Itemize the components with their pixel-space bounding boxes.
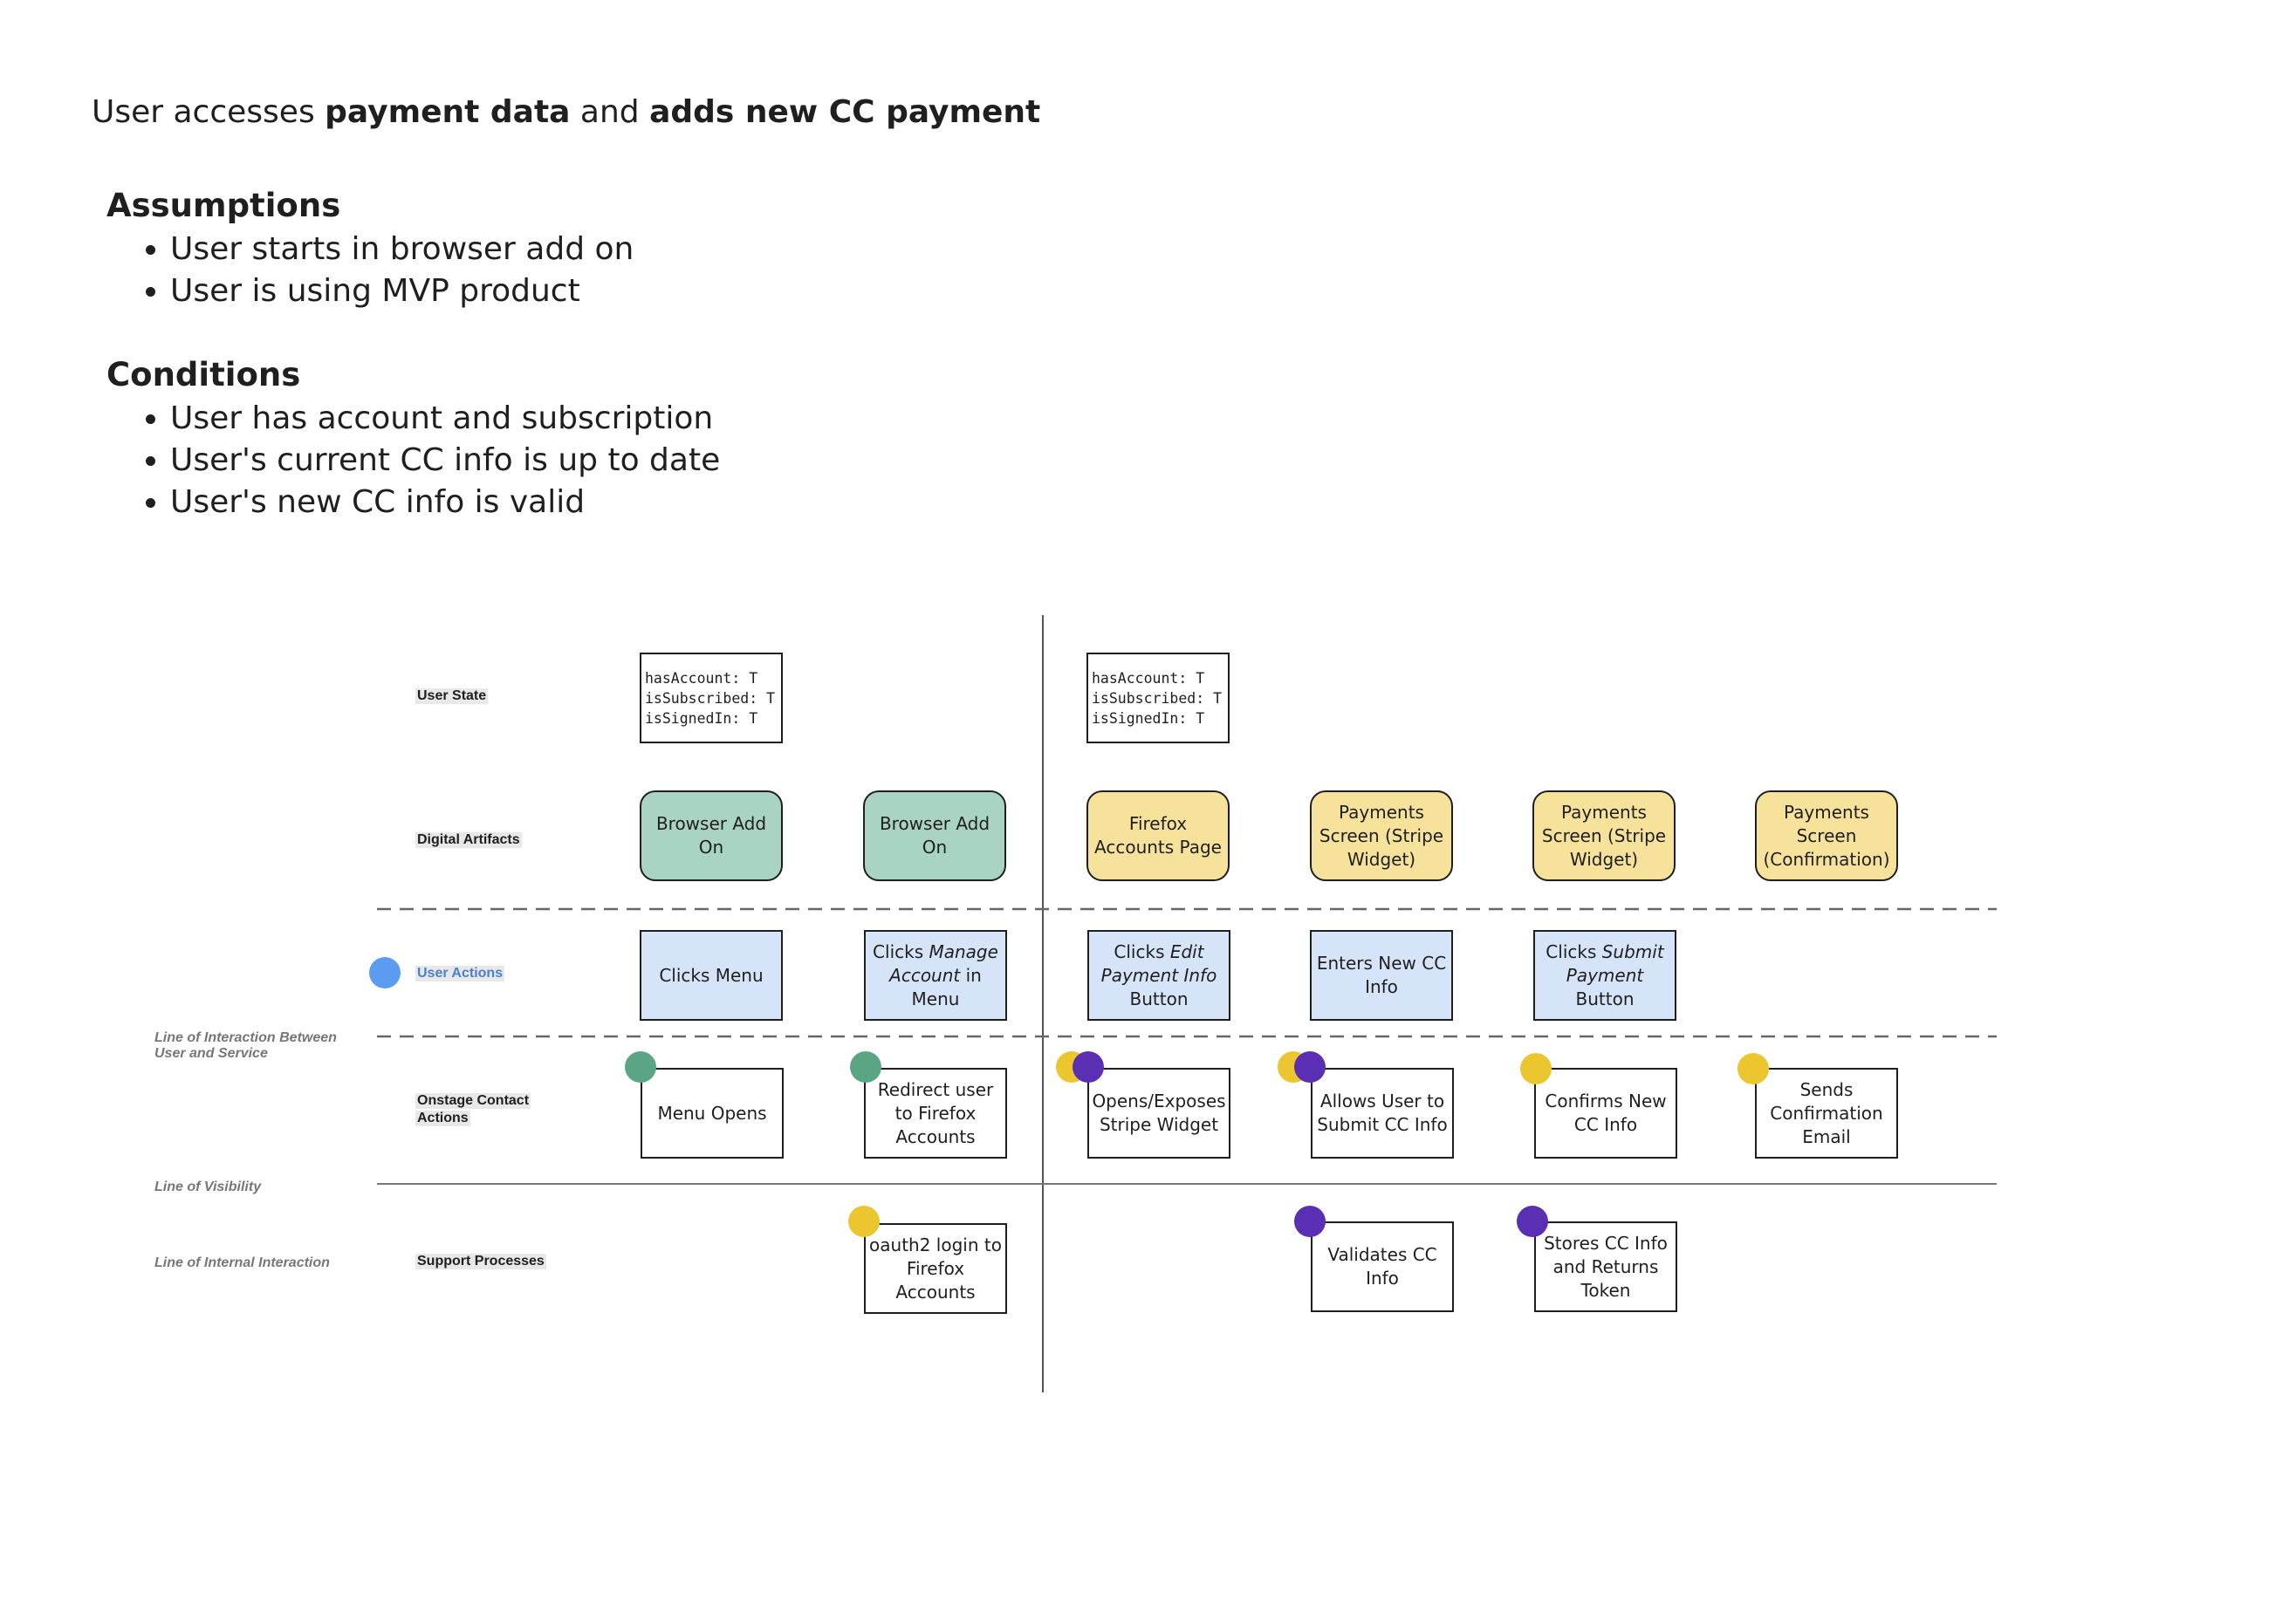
marker-dot-yellow	[1520, 1053, 1552, 1084]
onstage-opens-stripe-widget: Opens/Exposes Stripe Widget	[1087, 1068, 1230, 1159]
artifact-payments-screen-stripe-1: Payments Screen (Stripe Widget)	[1310, 790, 1453, 881]
action-label-em: Submit Payment	[1566, 940, 1664, 986]
title-bold-adds-cc: adds new CC payment	[649, 94, 1041, 130]
artifact-label: Browser Add On	[655, 813, 767, 858]
user-action-clicks-menu: Clicks Menu	[640, 930, 783, 1021]
action-label-post: Button	[1575, 988, 1635, 1009]
action-label: Clicks Menu	[659, 964, 764, 986]
action-label-pre: Clicks	[1114, 940, 1170, 962]
artifact-browser-add-on-1: Browser Add On	[640, 790, 783, 881]
user-state-box-2: hasAccount: T isSubscribed: T isSignedIn…	[1086, 653, 1230, 743]
action-label-pre: Clicks	[1546, 940, 1602, 962]
title-mid: and	[570, 94, 650, 130]
line-label-visibility: Line of Visibility	[154, 1180, 262, 1194]
onstage-allows-submit-cc: Allows User to Submit CC Info	[1311, 1068, 1454, 1159]
line-label-interaction: Line of Interaction Between User and Ser…	[154, 1030, 337, 1062]
support-label: oauth2 login to Firefox Accounts	[869, 1234, 1002, 1303]
artifact-label: Payments Screen (Stripe Widget)	[1319, 801, 1444, 870]
user-action-clicks-manage-account: Clicks Manage Account in Menu	[864, 930, 1007, 1021]
marker-dot-green	[850, 1051, 881, 1083]
title-bold-payment-data: payment data	[325, 94, 571, 130]
marker-dot-yellow	[1737, 1053, 1769, 1084]
action-label-em: Edit Payment Info	[1100, 940, 1217, 986]
line-label-interaction-line2: User and Service	[154, 1046, 268, 1061]
action-label: Enters New CC Info	[1316, 953, 1447, 997]
action-label: Clicks Submit Payment Button	[1539, 940, 1671, 1011]
onstage-label: Redirect user to Firefox Accounts	[877, 1078, 994, 1147]
artifact-label: Browser Add On	[879, 813, 990, 858]
row-label-user-state: User State	[415, 688, 489, 704]
line-label-interaction-line1: Line of Interaction Between	[154, 1030, 337, 1045]
action-label-em: Manage Account	[889, 940, 998, 986]
onstage-label: Confirms New CC Info	[1545, 1091, 1667, 1135]
support-oauth2-login: oauth2 login to Firefox Accounts	[864, 1223, 1007, 1314]
artifact-label: Payments Screen (Confirmation)	[1763, 801, 1890, 870]
line-label-internal: Line of Internal Interaction	[154, 1255, 330, 1270]
onstage-redirect-user: Redirect user to Firefox Accounts	[864, 1068, 1007, 1159]
conditions-list: User has account and subscription User's…	[137, 398, 720, 523]
state-line: isSignedIn: T	[1092, 709, 1205, 727]
artifact-label: Payments Screen (Stripe Widget)	[1541, 801, 1667, 870]
page-title: User accesses payment data and adds new …	[92, 94, 1040, 130]
assumptions-heading: Assumptions	[106, 187, 341, 224]
support-stores-cc-info: Stores CC Info and Returns Token	[1534, 1221, 1677, 1312]
support-validates-cc-info: Validates CC Info	[1311, 1221, 1454, 1312]
marker-dot-yellow	[848, 1206, 880, 1237]
row-label-onstage-line1: Onstage Contact	[415, 1093, 531, 1109]
marker-dot-purple	[1294, 1206, 1326, 1237]
conditions-heading: Conditions	[106, 356, 301, 393]
user-action-clicks-submit-payment: Clicks Submit Payment Button	[1533, 930, 1676, 1021]
action-label: Clicks Edit Payment Info Button	[1093, 940, 1225, 1011]
action-label: Clicks Manage Account in Menu	[869, 940, 1002, 1011]
onstage-confirms-new-cc: Confirms New CC Info	[1534, 1068, 1677, 1159]
user-state-box-1: hasAccount: T isSubscribed: T isSignedIn…	[640, 653, 783, 743]
condition-item: User's current CC info is up to date	[170, 440, 720, 482]
artifact-firefox-accounts-page: Firefox Accounts Page	[1086, 790, 1230, 881]
marker-dot-green	[625, 1051, 656, 1083]
onstage-label: Allows User to Submit CC Info	[1317, 1091, 1448, 1135]
marker-dot-purple	[1517, 1206, 1548, 1237]
artifact-payments-screen-confirmation: Payments Screen (Confirmation)	[1755, 790, 1898, 881]
condition-item: User has account and subscription	[170, 398, 720, 440]
support-label: Stores CC Info and Returns Token	[1544, 1232, 1668, 1301]
onstage-menu-opens: Menu Opens	[641, 1068, 784, 1159]
support-label: Validates CC Info	[1327, 1244, 1437, 1289]
action-label-post: Button	[1129, 988, 1189, 1009]
onstage-sends-confirmation-email: Sends Confirmation Email	[1755, 1068, 1898, 1159]
artifact-label: Firefox Accounts Page	[1094, 813, 1222, 858]
onstage-label: Opens/Exposes Stripe Widget	[1092, 1091, 1226, 1135]
row-label-onstage-line2: Actions	[415, 1111, 470, 1126]
action-label-post: in Menu	[911, 964, 982, 1009]
assumptions-list: User starts in browser add on User is us…	[137, 229, 634, 312]
row-label-support-processes: Support Processes	[415, 1254, 546, 1269]
state-line: isSignedIn: T	[645, 709, 758, 727]
row-label-onstage: Onstage Contact Actions	[415, 1091, 531, 1126]
row-label-user-actions: User Actions	[415, 966, 505, 981]
marker-dot-purple	[1073, 1051, 1104, 1083]
state-line: hasAccount: T	[645, 669, 758, 687]
state-line: isSubscribed: T	[1092, 689, 1223, 707]
artifact-browser-add-on-2: Browser Add On	[863, 790, 1006, 881]
action-label-pre: Clicks	[873, 940, 929, 962]
assumption-item: User starts in browser add on	[170, 229, 634, 270]
user-action-clicks-edit-payment-info: Clicks Edit Payment Info Button	[1087, 930, 1230, 1021]
user-actions-marker-dot	[369, 957, 401, 988]
assumption-item: User is using MVP product	[170, 270, 634, 312]
user-action-enters-new-cc-info: Enters New CC Info	[1310, 930, 1453, 1021]
onstage-label: Sends Confirmation Email	[1770, 1078, 1883, 1147]
state-line: isSubscribed: T	[645, 689, 776, 707]
marker-dot-purple	[1294, 1051, 1326, 1083]
title-prefix: User accesses	[92, 94, 326, 130]
condition-item: User's new CC info is valid	[170, 482, 720, 523]
state-line: hasAccount: T	[1092, 669, 1205, 687]
onstage-label: Menu Opens	[657, 1102, 767, 1124]
artifact-payments-screen-stripe-2: Payments Screen (Stripe Widget)	[1532, 790, 1676, 881]
row-label-digital-artifacts: Digital Artifacts	[415, 832, 522, 848]
